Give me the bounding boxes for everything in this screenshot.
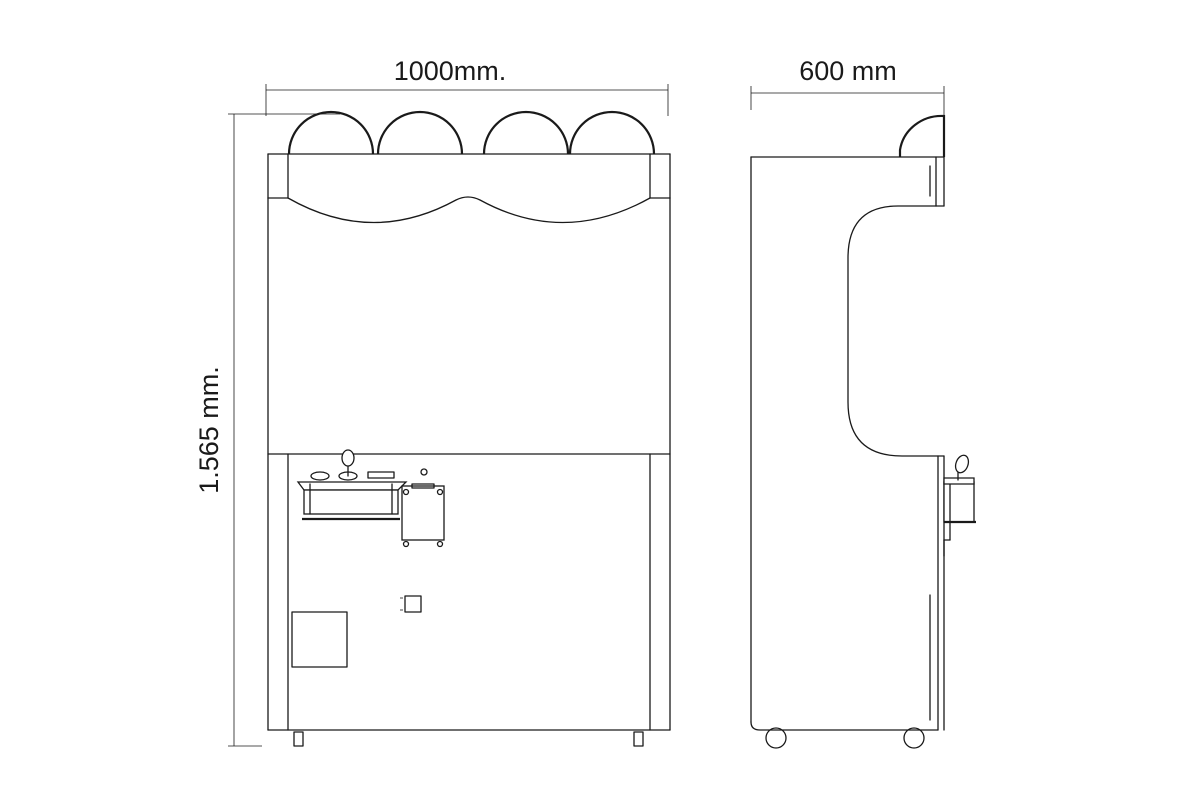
control-panel — [296, 449, 408, 521]
width-dimension: 1000mm. — [265, 56, 669, 116]
front-feet — [293, 731, 644, 747]
height-dimension: 1.565 mm. — [194, 113, 340, 747]
width-label: 1000mm. — [394, 56, 507, 86]
depth-dimension: 600 mm — [750, 56, 945, 116]
height-label: 1.565 mm. — [194, 366, 224, 494]
side-control-panel — [943, 454, 976, 557]
front-view: 1000mm. 1.565 mm. — [194, 56, 671, 747]
side-profile — [750, 156, 945, 731]
service-panel — [291, 611, 348, 668]
side-joystick-icon — [954, 454, 970, 481]
side-wheels — [765, 727, 925, 749]
marquee-header — [267, 153, 671, 224]
coin-door — [401, 468, 445, 548]
side-dome — [898, 114, 946, 157]
side-view: 600 mm — [750, 56, 976, 749]
marquee-domes — [287, 110, 656, 155]
front-body — [267, 197, 671, 731]
joystick-icon — [341, 449, 355, 477]
depth-label: 600 mm — [799, 56, 897, 86]
lock-icon — [400, 595, 422, 613]
